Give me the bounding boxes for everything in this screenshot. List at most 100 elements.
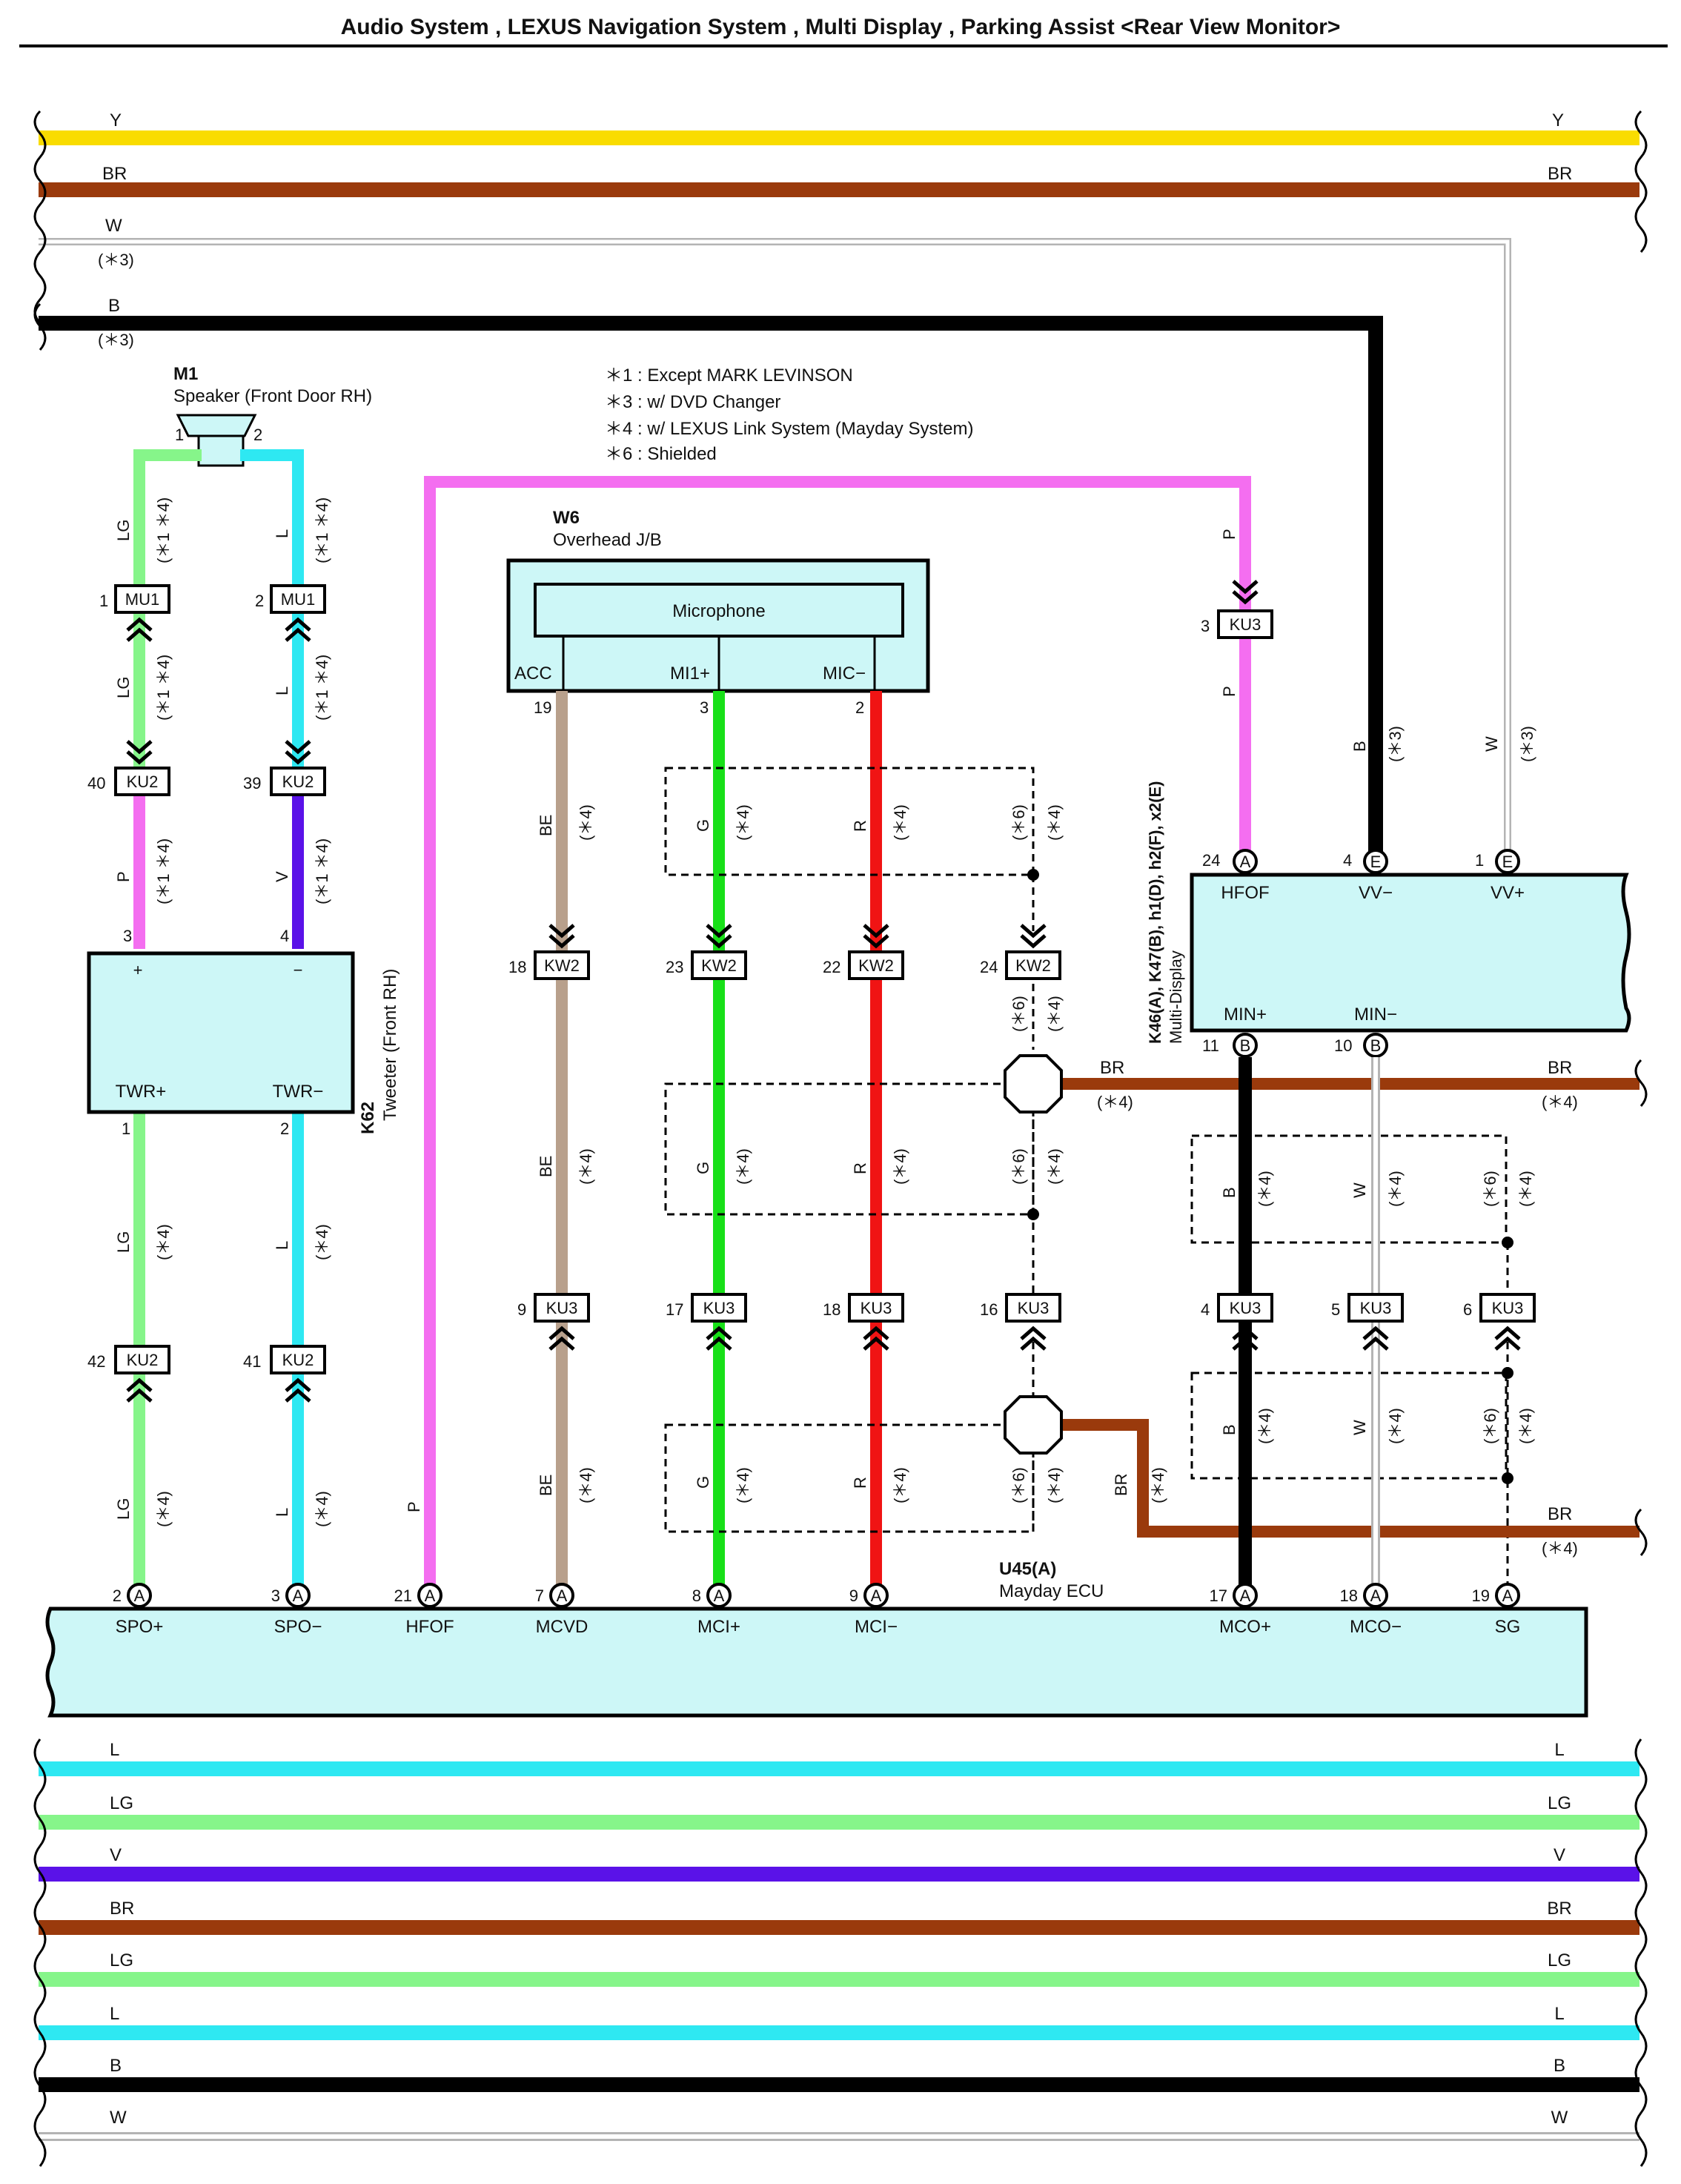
ecu-pin-label: MCO− bbox=[1350, 1617, 1402, 1637]
ecu-pin-number: 8 bbox=[692, 1586, 701, 1605]
bus-label-left: BR bbox=[110, 1899, 134, 1919]
label-br-left: BR bbox=[102, 164, 127, 184]
lbl-p-hfof: P bbox=[405, 1501, 423, 1512]
svg-text:19: 19 bbox=[534, 698, 551, 717]
lbl-l-4: L bbox=[273, 1508, 291, 1517]
svg-text:(＊4): (＊4) bbox=[1045, 996, 1064, 1032]
svg-text:(＊4): (＊4) bbox=[1542, 1539, 1578, 1558]
label-b-left: B bbox=[108, 296, 120, 316]
svg-text:(＊4): (＊4) bbox=[891, 1467, 909, 1503]
br-splice-labels: BR (＊4) BR (＊4) BR (＊4) BR (＊4) bbox=[1097, 1058, 1578, 1558]
bus-label-right: LG bbox=[1548, 1950, 1571, 1970]
svg-text:Multi-Display: Multi-Display bbox=[1167, 950, 1185, 1044]
note-4: ＊4 : w/ LEXUS Link System (Mayday System… bbox=[605, 419, 973, 439]
lbl-n14-4: (＊1 ＊4) bbox=[313, 655, 331, 721]
ecu-pin-label: SG bbox=[1495, 1617, 1521, 1637]
label-y-right: Y bbox=[1552, 110, 1564, 130]
svg-text:(＊4): (＊4) bbox=[1516, 1171, 1535, 1207]
svg-text:G: G bbox=[694, 1476, 712, 1489]
svg-text:G: G bbox=[694, 819, 712, 832]
lbl-v-1: V bbox=[273, 871, 291, 882]
ecu-pin-connector-label: A bbox=[425, 1586, 436, 1605]
lbl-lg-4: LG bbox=[114, 1498, 133, 1520]
bus-label-left: LG bbox=[110, 1950, 133, 1970]
note-3: ＊3 : w/ DVD Changer bbox=[605, 392, 780, 412]
bus-b-top bbox=[39, 316, 1383, 860]
lbl-p-mid: P bbox=[1220, 686, 1239, 697]
ecu-pin-connector-label: A bbox=[557, 1586, 568, 1605]
svg-text:Mayday ECU: Mayday ECU bbox=[999, 1581, 1104, 1601]
ecu-pin-circle bbox=[1495, 1583, 1520, 1608]
lbl-p-1: P bbox=[114, 871, 133, 882]
svg-text:KW2: KW2 bbox=[544, 956, 580, 975]
svg-text:(＊4): (＊4) bbox=[1542, 1093, 1578, 1111]
svg-text:E: E bbox=[1502, 853, 1513, 871]
svg-text:B: B bbox=[1240, 1036, 1251, 1055]
svg-text:(＊6): (＊6) bbox=[1009, 996, 1028, 1032]
speaker-icon bbox=[176, 414, 257, 467]
m1-pin1: 1 bbox=[175, 426, 184, 444]
label-y-left: Y bbox=[110, 110, 122, 130]
svg-text:3: 3 bbox=[1201, 617, 1210, 635]
svg-text:(＊6): (＊6) bbox=[1009, 804, 1028, 841]
svg-text:1: 1 bbox=[1475, 851, 1484, 870]
svg-text:40: 40 bbox=[87, 774, 105, 792]
svg-text:VV−: VV− bbox=[1359, 883, 1393, 903]
svg-text:MIC−: MIC− bbox=[823, 664, 866, 684]
lbl-l-1: L bbox=[273, 529, 291, 538]
svg-text:41: 41 bbox=[243, 1352, 261, 1371]
mco-wire-labels: B (＊4) W (＊4) (＊6) (＊4) B (＊4) W (＊4) (＊… bbox=[1220, 1171, 1535, 1444]
bus-label-right: W bbox=[1551, 2108, 1568, 2128]
svg-text:B: B bbox=[1350, 741, 1369, 752]
note-1: ＊1 : Except MARK LEVINSON bbox=[605, 365, 853, 385]
svg-text:MU1: MU1 bbox=[125, 590, 159, 609]
ecu-pin-connector-label: A bbox=[293, 1586, 304, 1605]
svg-text:39: 39 bbox=[243, 774, 261, 792]
speaker-m1: M1 Speaker (Front Door RH) 1 2 bbox=[173, 364, 372, 467]
svg-text:17: 17 bbox=[666, 1300, 683, 1319]
svg-text:1: 1 bbox=[122, 1119, 130, 1138]
lbl-n14-3: (＊1 ＊4) bbox=[154, 655, 173, 721]
svg-text:(＊4): (＊4) bbox=[577, 1467, 595, 1503]
bus-label-left: W bbox=[110, 2108, 127, 2128]
top-buses: Y Y BR BR W (＊3) B (＊3) bbox=[33, 110, 1648, 860]
ecu-pin-number: 17 bbox=[1210, 1586, 1227, 1605]
lbl-n4-4: (＊4) bbox=[313, 1491, 331, 1527]
svg-text:R: R bbox=[851, 1477, 869, 1489]
svg-text:(＊4): (＊4) bbox=[1256, 1408, 1274, 1444]
ecu-pin-number: 21 bbox=[394, 1586, 412, 1605]
ecu-pin-label: MCI− bbox=[855, 1617, 898, 1637]
break-mark-bottom-right bbox=[1634, 1738, 1648, 2167]
svg-text:(＊4): (＊4) bbox=[1045, 804, 1064, 841]
svg-text:W: W bbox=[1350, 1420, 1369, 1435]
lbl-n14-1: (＊1 ＊4) bbox=[154, 497, 173, 563]
label-br-right: BR bbox=[1548, 164, 1572, 184]
svg-text:23: 23 bbox=[666, 958, 683, 976]
svg-text:2: 2 bbox=[280, 1119, 289, 1138]
notes: ＊1 : Except MARK LEVINSON ＊3 : w/ DVD Ch… bbox=[605, 365, 973, 464]
svg-text:18: 18 bbox=[508, 958, 526, 976]
svg-text:BE: BE bbox=[537, 1475, 555, 1496]
ecu-pin-connector-label: A bbox=[134, 1586, 145, 1605]
svg-text:KW2: KW2 bbox=[1015, 956, 1051, 975]
ecu-pin-number: 18 bbox=[1340, 1586, 1358, 1605]
break-mark-top-left bbox=[33, 110, 47, 324]
svg-text:KU3: KU3 bbox=[1018, 1299, 1050, 1317]
ecu-pin-label: HFOF bbox=[405, 1617, 454, 1637]
break-mark-top-right bbox=[1634, 110, 1648, 253]
svg-text:KU3: KU3 bbox=[1360, 1299, 1392, 1317]
lbl-n14-6: (＊1 ＊4) bbox=[313, 838, 331, 904]
multi-display: HFOF VV− VV+ MIN+ MIN− K46(A), K47(B), h… bbox=[1146, 781, 1631, 1055]
svg-text:KU2: KU2 bbox=[282, 772, 314, 791]
multi-top-wire-labels: B (＊3) W (＊3) bbox=[1350, 726, 1536, 762]
connectors-ku3-right: KU3 4 KU3 5 KU3 6 bbox=[1201, 1293, 1536, 1351]
ecu-pin-number: 19 bbox=[1472, 1586, 1490, 1605]
bus-label-left: V bbox=[110, 1845, 122, 1865]
svg-text:+: + bbox=[133, 961, 143, 979]
svg-text:22: 22 bbox=[823, 958, 840, 976]
svg-text:KW2: KW2 bbox=[701, 956, 737, 975]
bus-label-right: V bbox=[1554, 1845, 1565, 1865]
svg-text:BR: BR bbox=[1112, 1473, 1130, 1496]
